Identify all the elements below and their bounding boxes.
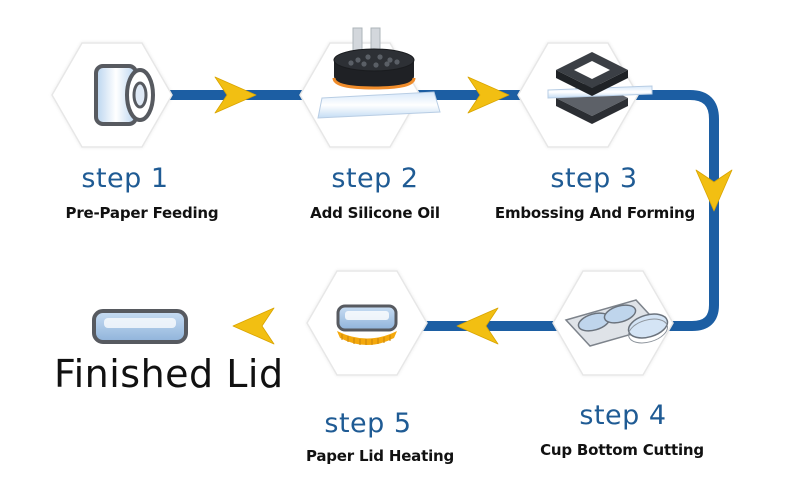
step-1-title: step 1 [81, 163, 169, 194]
finished-lid-label: Finished Lid [54, 352, 284, 396]
cut-discs-icon [564, 299, 669, 347]
step-4-description: Cup Bottom Cutting [540, 441, 704, 459]
flow-arrow-3 [695, 169, 733, 212]
step-1-description: Pre-Paper Feeding [65, 204, 219, 222]
step-2-title: step 2 [331, 163, 419, 194]
embossing-press-icon [547, 52, 653, 124]
flow-arrow-4 [456, 307, 499, 345]
step-2-description: Add Silicone Oil [310, 204, 440, 222]
step-5-description: Paper Lid Heating [305, 447, 455, 465]
paper-roll-icon [94, 64, 155, 126]
heated-lid-icon [336, 304, 398, 345]
process-flow-line [150, 90, 719, 331]
step-4-title: step 4 [579, 400, 667, 431]
step-3-description: Embossing And Forming [494, 204, 696, 222]
flow-arrow-2 [467, 76, 510, 114]
step-3-title: step 3 [550, 163, 638, 194]
flow-arrow-1 [214, 76, 257, 114]
step-5-title: step 5 [324, 408, 412, 439]
flow-arrow-5 [232, 307, 275, 345]
finished-lid-icon [92, 309, 188, 344]
silicone-oil-applicator-icon [317, 27, 441, 119]
